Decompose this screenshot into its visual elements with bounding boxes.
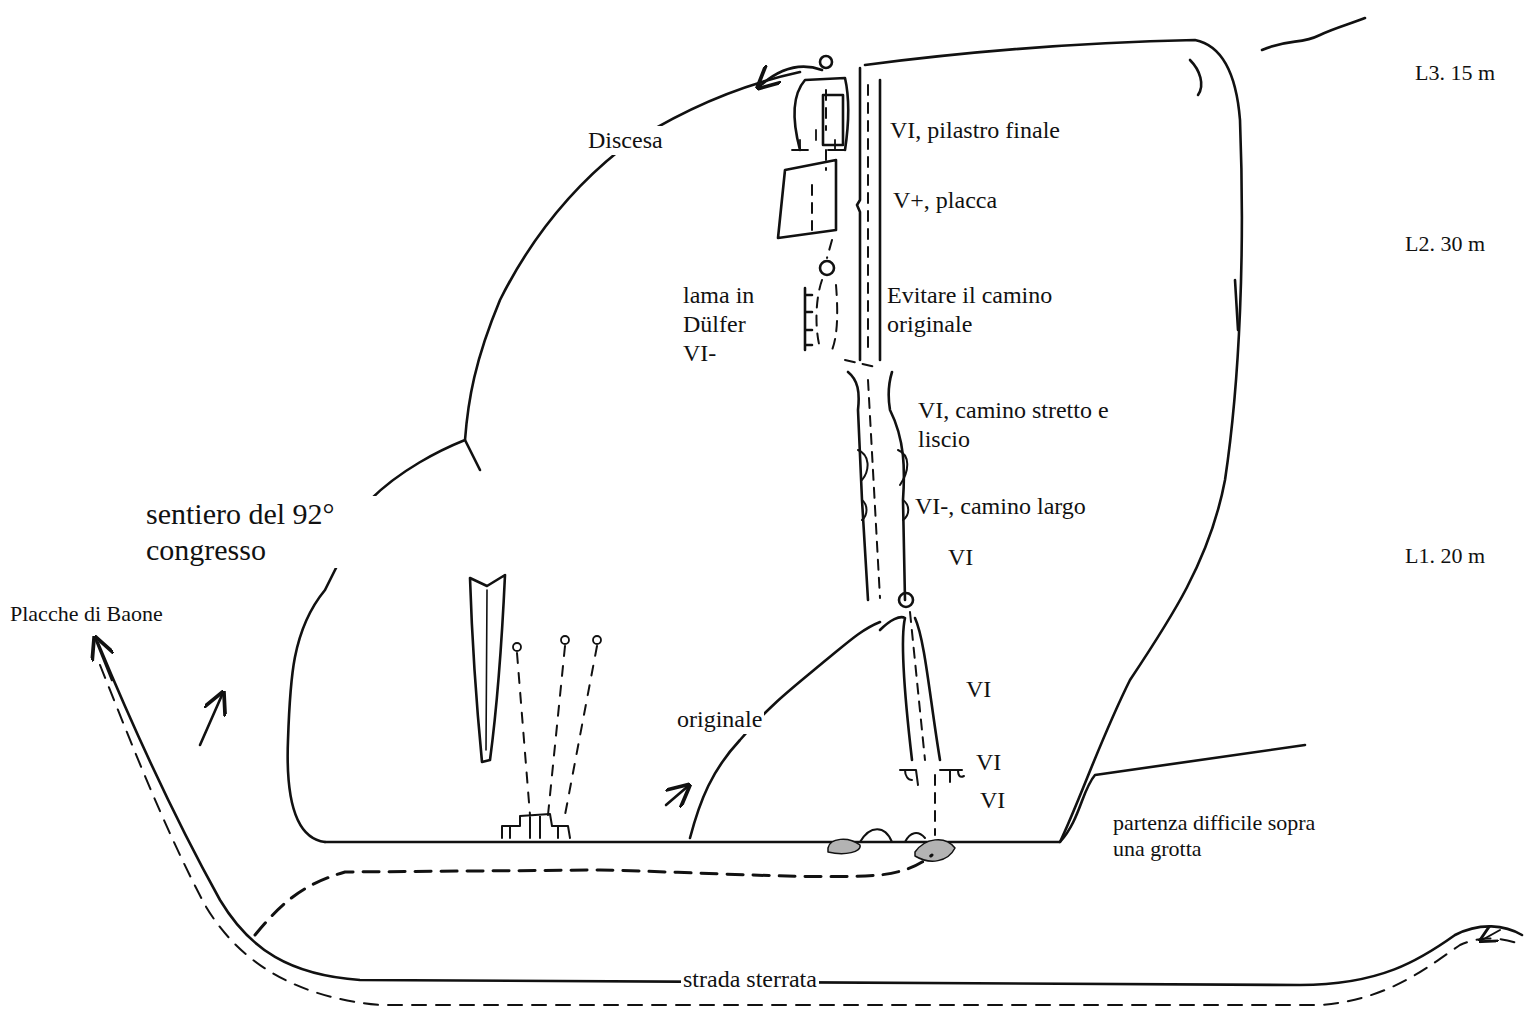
belay-station <box>820 261 834 275</box>
sport-route <box>517 646 597 815</box>
route-label: Placche di Baone <box>8 601 165 627</box>
route-label: Evitare il camino originale <box>885 281 1094 339</box>
road <box>98 643 1522 985</box>
descent-arrow <box>760 67 822 86</box>
original-arrow <box>666 787 687 805</box>
belay-station <box>820 56 832 68</box>
path-arrow <box>200 695 222 745</box>
start-rock <box>828 839 860 853</box>
start-rock <box>915 840 955 861</box>
summit-block <box>823 95 843 145</box>
route-label: VI <box>978 786 1007 815</box>
route-label: VI <box>946 543 975 572</box>
variant-line <box>816 240 837 350</box>
route-label: VI <box>974 748 1003 777</box>
rock-line <box>465 440 480 470</box>
chimney-wall <box>880 617 912 760</box>
chimney-wall <box>857 68 860 360</box>
slab <box>778 160 836 238</box>
variant-line <box>812 90 826 230</box>
rock-line <box>1262 18 1365 50</box>
chimney-wall <box>848 372 868 600</box>
flake-inner <box>486 590 487 750</box>
route-label: lama in Dülfer VI- <box>681 281 780 367</box>
stone-block <box>502 814 570 838</box>
route-label: L1. 20 m <box>1403 543 1487 569</box>
route-label: VI, camino stretto e liscio <box>916 396 1135 454</box>
route-line <box>845 85 880 598</box>
chimney-bulge <box>858 450 908 520</box>
overhang-mark <box>900 770 964 785</box>
route-label: L3. 15 m <box>1413 60 1497 86</box>
route-label: L2. 30 m <box>1403 231 1487 257</box>
dulfer-bracket <box>805 288 812 350</box>
bolt-anchor <box>561 636 569 644</box>
road-arrow <box>96 640 112 680</box>
rock-line <box>1235 280 1238 330</box>
bolt-anchor <box>513 643 521 651</box>
rock-outline <box>288 72 800 842</box>
route-label: VI <box>964 675 993 704</box>
route-label: strada sterrata <box>681 965 819 994</box>
bolt-anchor <box>593 636 601 644</box>
rock-bump <box>860 829 925 842</box>
route-label: partenza difficile sopra una grotta <box>1111 810 1320 863</box>
chimney-wall <box>879 80 882 360</box>
route-label: V+, placca <box>891 186 999 215</box>
rock-line <box>1190 60 1201 95</box>
route-label: VI-, camino largo <box>913 492 1088 521</box>
route-label: originale <box>675 705 764 734</box>
route-label: sentiero del 92° congresso <box>144 496 393 568</box>
route-label: Discesa <box>586 126 665 155</box>
route-label: VI, pilastro finale <box>888 116 1062 145</box>
rock-outline <box>865 40 1242 842</box>
chimney-wall <box>889 372 905 600</box>
road-arrow <box>1482 930 1500 940</box>
summit-ticks <box>792 130 845 150</box>
approach-path <box>255 855 932 935</box>
road <box>100 665 1522 1005</box>
belay-station <box>899 593 913 607</box>
route-line <box>910 612 935 835</box>
flake <box>470 575 505 762</box>
summit-pillar <box>795 78 849 150</box>
